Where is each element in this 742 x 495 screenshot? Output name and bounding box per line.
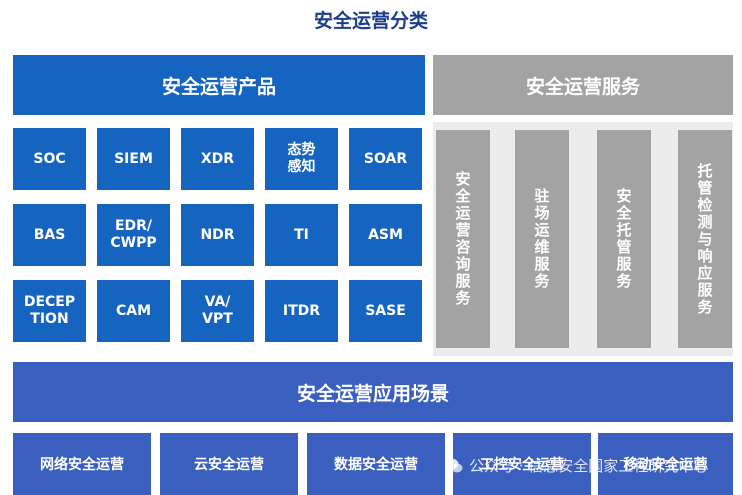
scenario-tile: 移动安全运营 (598, 433, 733, 495)
product-tile: SASE (349, 280, 422, 342)
service-label: 安全托管服务 (614, 188, 633, 290)
watermark: 公众号 · 信息安全国家工程研究中心 (445, 455, 708, 476)
service-column: 托管检测与响应服务 (678, 130, 732, 348)
service-column: 安全托管服务 (597, 130, 651, 348)
scenario-tile: 数据安全运营 (307, 433, 445, 495)
product-tile: EDR/ CWPP (97, 204, 170, 266)
watermark-text: 公众号 · 信息安全国家工程研究中心 (469, 457, 709, 475)
scenario-tile: 工控安全运营 (453, 433, 591, 495)
service-label: 安全运营咨询服务 (453, 171, 472, 307)
service-column: 驻场运维服务 (515, 130, 569, 348)
product-tile: 态势 感知 (265, 128, 338, 190)
product-tile: SIEM (97, 128, 170, 190)
service-label: 托管检测与响应服务 (695, 162, 714, 316)
scenarios-header: 安全运营应用场景 (13, 362, 733, 422)
scenario-tile: 网络安全运营 (13, 433, 151, 495)
wechat-icon (445, 458, 463, 472)
product-tile: BAS (13, 204, 86, 266)
product-tile: SOC (13, 128, 86, 190)
product-tile: ASM (349, 204, 422, 266)
scenario-tile: 云安全运营 (160, 433, 298, 495)
service-column: 安全运营咨询服务 (436, 130, 490, 348)
product-tile: XDR (181, 128, 254, 190)
products-header: 安全运营产品 (13, 55, 425, 115)
product-tile: VA/ VPT (181, 280, 254, 342)
product-tile: NDR (181, 204, 254, 266)
product-tile: CAM (97, 280, 170, 342)
product-tile: TI (265, 204, 338, 266)
product-tile: DECEP TION (13, 280, 86, 342)
page-title: 安全运营分类 (313, 10, 428, 32)
product-tile: SOAR (349, 128, 422, 190)
service-label: 驻场运维服务 (532, 188, 551, 290)
services-header: 安全运营服务 (433, 55, 733, 115)
product-tile: ITDR (265, 280, 338, 342)
